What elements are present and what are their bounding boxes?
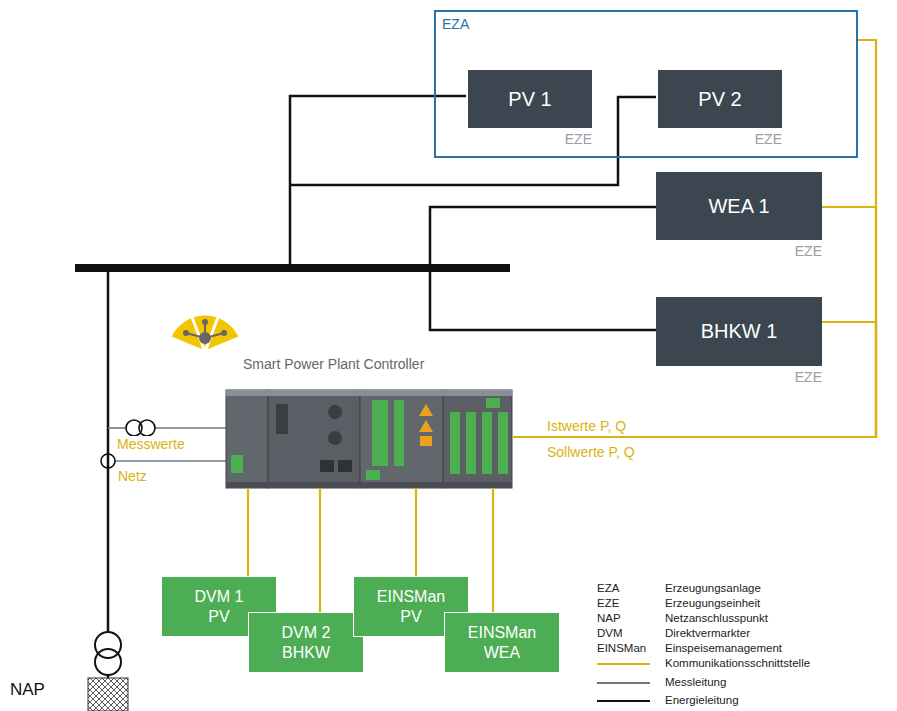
energy-line-sample — [597, 700, 650, 702]
legend-abbreviation: EINSMan — [597, 642, 646, 654]
signal-label: Sollwerte P, Q — [547, 444, 635, 460]
system-name: EINSMan WEA — [463, 623, 541, 663]
communication-connector — [512, 207, 876, 437]
communication-connector — [492, 488, 494, 613]
generation-unit-box: PV 2EZE — [658, 70, 782, 128]
unit-name: WEA 1 — [708, 195, 769, 218]
legend-definition: Direktvermarkter — [665, 627, 750, 639]
grid-point-label: NAP — [10, 680, 45, 700]
external-system-box: EINSMan WEA — [445, 613, 559, 672]
system-name: EINSMan PV — [372, 587, 450, 627]
legend-definition: Einspeisemanagement — [665, 642, 782, 654]
controller-device — [226, 390, 512, 488]
generation-unit-box: BHKW 1EZE — [656, 297, 822, 366]
legend-text: Messleitung — [665, 676, 726, 688]
measurement-lines — [108, 428, 226, 461]
communication-connector — [415, 488, 417, 577]
communication-line-sample — [597, 663, 650, 665]
unit-name: PV 2 — [698, 88, 741, 111]
unit-name: BHKW 1 — [701, 320, 778, 343]
legend-text: Energieleitung — [665, 694, 739, 706]
legend-abbreviation: DVM — [597, 627, 623, 639]
unit-type: EZE — [795, 243, 822, 259]
legend-definition: Erzeugungseinheit — [665, 597, 760, 609]
unit-type: EZE — [565, 131, 592, 147]
legend-abbreviation: EZA — [597, 582, 619, 594]
generation-unit-box: PV 1EZE — [468, 70, 592, 128]
communication-connector — [247, 488, 249, 577]
controller-node: Smart Power Plant Controller — [226, 352, 512, 488]
controller-title: Smart Power Plant Controller — [226, 352, 512, 372]
communication-connector — [319, 488, 321, 613]
busbar — [75, 264, 510, 272]
unit-type: EZE — [795, 369, 822, 385]
measurement-label: Netz — [118, 468, 147, 484]
legend-definition: Erzeugungsanlage — [665, 582, 761, 594]
group-box: EZAPV 1EZEPV 2EZE — [434, 10, 858, 158]
grid-connection-point — [88, 678, 128, 711]
external-system-box: DVM 2 BHKW — [249, 613, 363, 672]
generation-unit-box: WEA 1EZE — [656, 172, 822, 240]
system-name: DVM 1 PV — [192, 587, 247, 627]
measurement-label: Messwerte — [117, 436, 185, 452]
legend-definition: Netzanschlusspunkt — [665, 612, 768, 624]
signal-label: Istwerte P, Q — [547, 418, 626, 434]
system-name: DVM 2 BHKW — [279, 623, 334, 663]
transformer-symbol — [95, 632, 121, 675]
unit-type: EZE — [755, 131, 782, 147]
group-title: EZA — [436, 12, 856, 32]
legend-abbreviation: EZE — [597, 597, 619, 609]
energy-lines — [108, 96, 656, 678]
unit-name: PV 1 — [508, 88, 551, 111]
legend-text: Kommunikationsschnittstelle — [665, 657, 810, 669]
measurement-line-sample — [597, 682, 650, 684]
legend-abbreviation: NAP — [597, 612, 621, 624]
controller-icon — [171, 316, 239, 352]
